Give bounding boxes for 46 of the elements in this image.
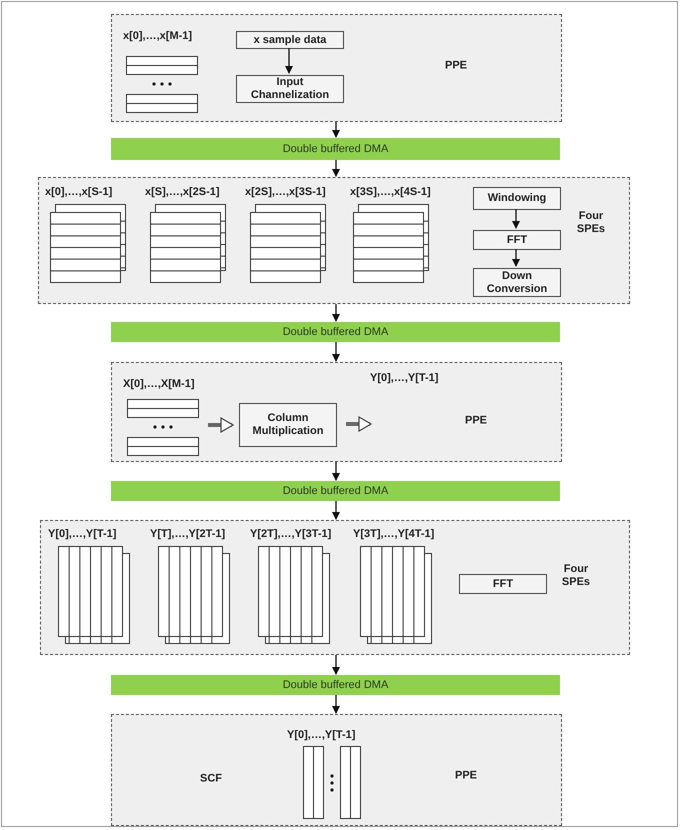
dma-bar: Double buffered DMA	[111, 675, 560, 695]
index-range-label: x[0],…,x[M-1]	[123, 30, 192, 43]
array-drawing	[127, 399, 199, 456]
arrow	[332, 342, 340, 362]
arrow	[346, 416, 372, 432]
unit-label: SCF	[200, 772, 222, 786]
index-range-label: x[3S],…,x[4S-1]	[350, 186, 431, 199]
process-box: x sample data	[236, 31, 344, 49]
arrow	[332, 122, 340, 138]
processor-panel	[111, 14, 562, 122]
index-range-label: Y[2T],…,Y[3T-1]	[250, 528, 332, 541]
index-range-label: Y[0],…,Y[T-1]	[287, 729, 356, 742]
index-range-label: Y[0],…,Y[T-1]	[48, 528, 116, 541]
index-range-label: x[S],…,x[2S-1]	[145, 186, 220, 199]
index-range-label: Y[3T],…,Y[4T-1]	[353, 528, 434, 541]
process-box: Column Multiplication	[239, 403, 337, 447]
index-range-label: X[0],…,X[M-1]	[123, 378, 194, 391]
process-box: Down Conversion	[473, 268, 561, 297]
unit-label: Four SPEs	[560, 563, 592, 589]
arrow	[512, 249, 520, 267]
dma-bar: Double buffered DMA	[111, 481, 560, 501]
arrow	[332, 655, 340, 675]
index-range-label: x[0],…,x[S-1]	[45, 186, 112, 199]
unit-label: PPE	[455, 770, 477, 782]
process-box: FFT	[459, 574, 547, 594]
dma-bar: Double buffered DMA	[111, 322, 560, 342]
arrow	[332, 462, 340, 481]
unit-label: Four SPEs	[576, 210, 606, 236]
unit-label: PPE	[445, 60, 467, 72]
arrow	[285, 48, 293, 74]
processor-panel	[111, 714, 562, 826]
dma-bar: Double buffered DMA	[111, 138, 560, 160]
unit-label: PPE	[465, 414, 487, 428]
process-box: Windowing	[473, 187, 561, 210]
arrow	[332, 695, 340, 714]
process-box: FFT	[473, 230, 561, 250]
arrow	[332, 160, 340, 177]
index-range-label: Y[0],…,Y[T-1]	[370, 372, 438, 385]
index-range-label: x[2S],…,x[3S-1]	[245, 186, 326, 199]
index-range-label: Y[T],…,Y[2T-1]	[150, 528, 226, 541]
processor-panel	[111, 362, 562, 462]
arrow	[512, 209, 520, 229]
process-box: Input Channelization	[236, 75, 344, 103]
arrow	[208, 417, 234, 433]
arrow	[332, 501, 340, 520]
arrow	[332, 304, 340, 322]
